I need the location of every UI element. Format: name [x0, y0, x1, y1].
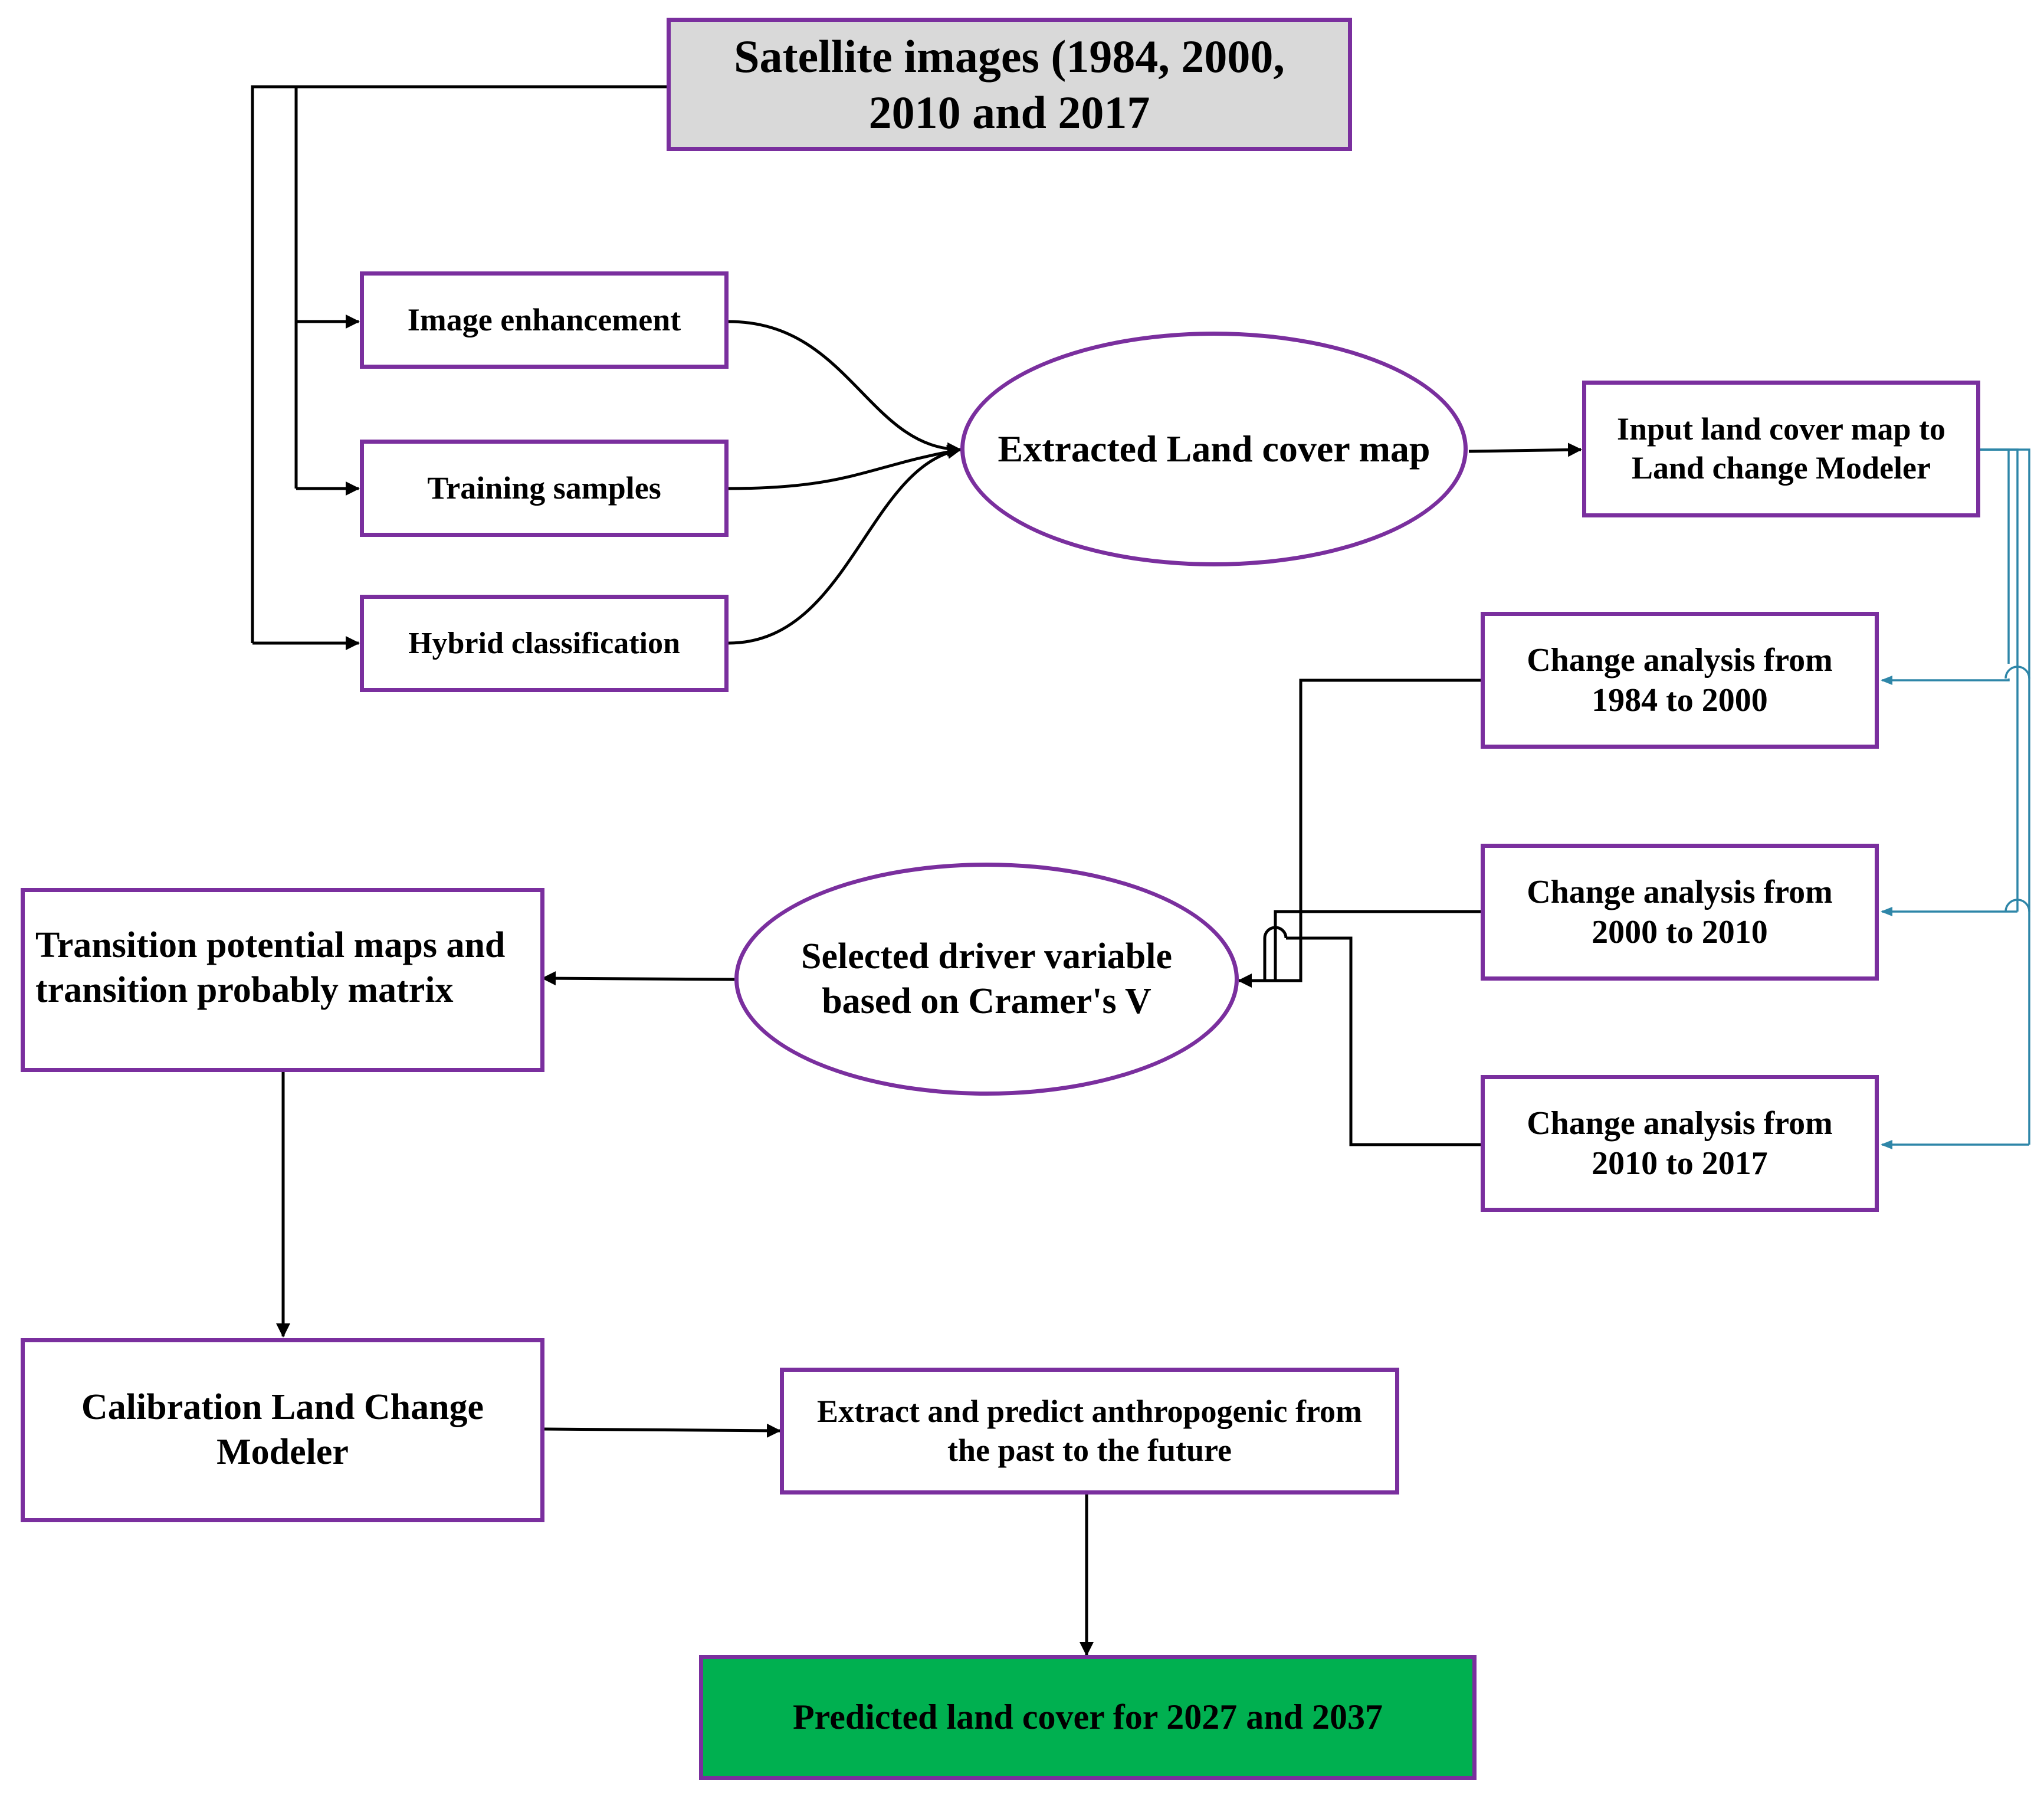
training-samples-label: Training samples [427, 470, 661, 506]
input-to-change-analysis-connector [1881, 448, 2030, 1149]
transition-potential-maps-label: Transition potential maps and transition… [35, 925, 506, 1010]
image-enhancement-label: Image enhancement [407, 301, 681, 337]
predicted-land-cover-label: Predicted land cover for 2027 and 2037 [793, 1697, 1383, 1737]
extracted-land-cover-map-ellipse: Extracted Land cover map [960, 332, 1468, 566]
calibration-to-extract-arrow [542, 1423, 781, 1438]
selected-driver-variable-ellipse: Selected driver variable based on Cramer… [734, 863, 1239, 1096]
calibration-land-change-modeler-label: Calibration Land Change Modeler [81, 1387, 484, 1472]
satellite-images-label: Satellite images (1984, 2000, 2010 and 2… [734, 30, 1285, 138]
change-analysis-1984-2000-box: Change analysis from 1984 to 2000 [1481, 612, 1879, 749]
change-analysis-2000-2010-box: Change analysis from 2000 to 2010 [1481, 844, 1879, 981]
hybrid-classification-label: Hybrid classification [408, 626, 680, 660]
change-to-driver-connector [1238, 679, 1481, 1146]
merge-curves-connector [728, 320, 962, 645]
selected-driver-variable-label: Selected driver variable based on Cramer… [800, 936, 1173, 1021]
transition-potential-maps-box: Transition potential maps and transition… [21, 888, 544, 1072]
change-analysis-1984-2000-label: Change analysis from 1984 to 2000 [1527, 641, 1833, 719]
extract-and-predict-label: Extract and predict anthropogenic from t… [817, 1393, 1362, 1468]
change-analysis-2010-2017-box: Change analysis from 2010 to 2017 [1481, 1075, 1879, 1212]
extracted-land-cover-map-label: Extracted Land cover map [998, 427, 1431, 470]
input-land-cover-map-label: Input land cover map to Land change Mode… [1616, 411, 1946, 486]
image-enhancement-box: Image enhancement [360, 271, 729, 369]
satellite-branch-connector [251, 85, 667, 650]
input-land-cover-map-box: Input land cover map to Land change Mode… [1582, 381, 1980, 517]
hybrid-classification-box: Hybrid classification [360, 595, 729, 692]
change-analysis-2000-2010-label: Change analysis from 2000 to 2010 [1527, 873, 1833, 951]
extract-and-predict-box: Extract and predict anthropogenic from t… [780, 1368, 1399, 1495]
predicted-land-cover-box: Predicted land cover for 2027 and 2037 [699, 1655, 1477, 1780]
change-analysis-2010-2017-label: Change analysis from 2010 to 2017 [1527, 1105, 1833, 1182]
calibration-land-change-modeler-box: Calibration Land Change Modeler [21, 1338, 544, 1522]
driver-to-transition-arrow [542, 971, 735, 986]
map-to-input-arrow [1468, 443, 1582, 457]
training-samples-box: Training samples [360, 440, 729, 537]
satellite-images-box: Satellite images (1984, 2000, 2010 and 2… [667, 18, 1352, 151]
